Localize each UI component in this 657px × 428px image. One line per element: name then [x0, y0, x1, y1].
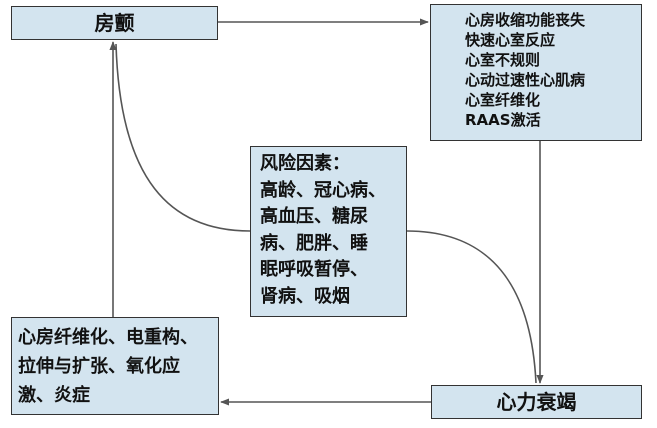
remodel-line: 心房纤维化、电重构、: [18, 327, 198, 348]
risk-line: 风险因素：: [260, 153, 350, 174]
consequence-item: 快速心室反应: [465, 31, 556, 49]
node-atrial-fibrillation: 房颤: [11, 6, 218, 40]
consequence-item: RAAS激活: [465, 111, 541, 129]
node-risk-factors: 风险因素： 高龄、冠心病、 高血压、糖尿 病、肥胖、睡 眠呼吸暂停、 肾病、吸烟: [250, 146, 407, 317]
risk-line: 高龄、冠心病、: [260, 179, 386, 201]
node-af-label: 房颤: [94, 11, 135, 35]
consequence-item: 心室纤维化: [465, 91, 541, 109]
node-atrial-remodeling: 心房纤维化、电重构、 拉伸与扩张、氧化应 激、炎症: [11, 317, 219, 415]
risk-line: 肾病、吸烟: [260, 285, 350, 307]
node-heart-failure: 心力衰竭: [431, 385, 642, 419]
remodel-line: 激、炎症: [18, 385, 90, 406]
consequence-item: 心室不规则: [465, 51, 541, 69]
risk-line: 眠呼吸暂停、: [260, 259, 368, 280]
remodel-line: 拉伸与扩张、氧化应: [18, 356, 180, 377]
node-af-consequences: 心房收缩功能丧失 快速心室反应 心室不规则 心动过速性心肌病 心室纤维化 RAA…: [430, 4, 642, 141]
node-hf-label: 心力衰竭: [496, 390, 577, 414]
curve-risk-to-hf: [406, 230, 537, 384]
risk-line: 病、肥胖、睡: [260, 232, 368, 254]
consequence-item: 心动过速性心肌病: [465, 71, 586, 89]
curve-risk-to-af: [115, 43, 251, 232]
risk-line: 高血压、糖尿: [260, 206, 368, 227]
consequence-item: 心房收缩功能丧失: [465, 11, 586, 29]
